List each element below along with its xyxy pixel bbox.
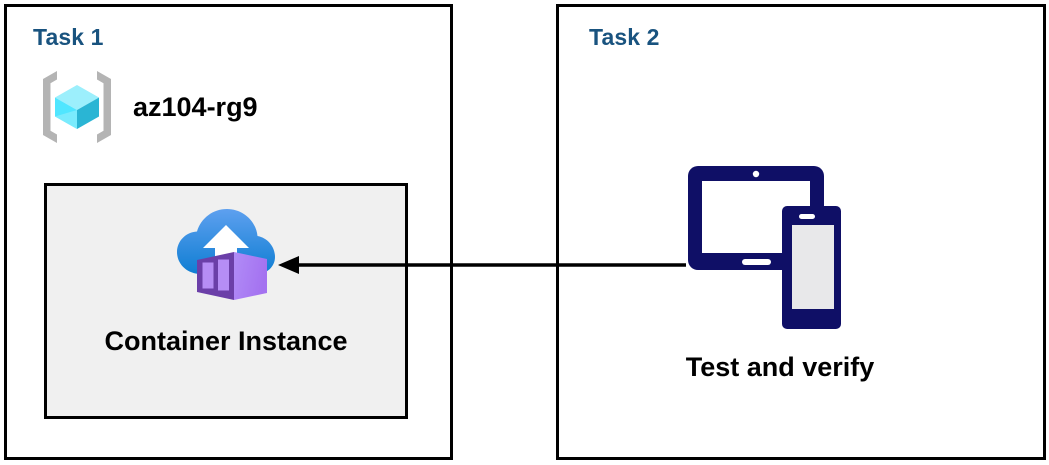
panel-task-1: Task 1 az104-rg9	[4, 4, 453, 460]
container-instance-box: Container Instance	[44, 183, 408, 419]
panel-task-2-title: Task 2	[589, 24, 660, 50]
resource-group-label: az104-rg9	[133, 91, 258, 122]
panel-task-1-title: Task 1	[33, 24, 104, 50]
devices-tablet-phone-icon	[688, 166, 841, 329]
resource-group-row: az104-rg9	[35, 65, 258, 149]
azure-container-instance-icon	[177, 209, 275, 300]
arrow-task2-to-container-instance	[278, 256, 686, 274]
devices-label: Test and verify	[685, 352, 875, 382]
container-instance-label: Container Instance	[104, 326, 348, 356]
azure-resource-group-icon	[43, 71, 111, 143]
